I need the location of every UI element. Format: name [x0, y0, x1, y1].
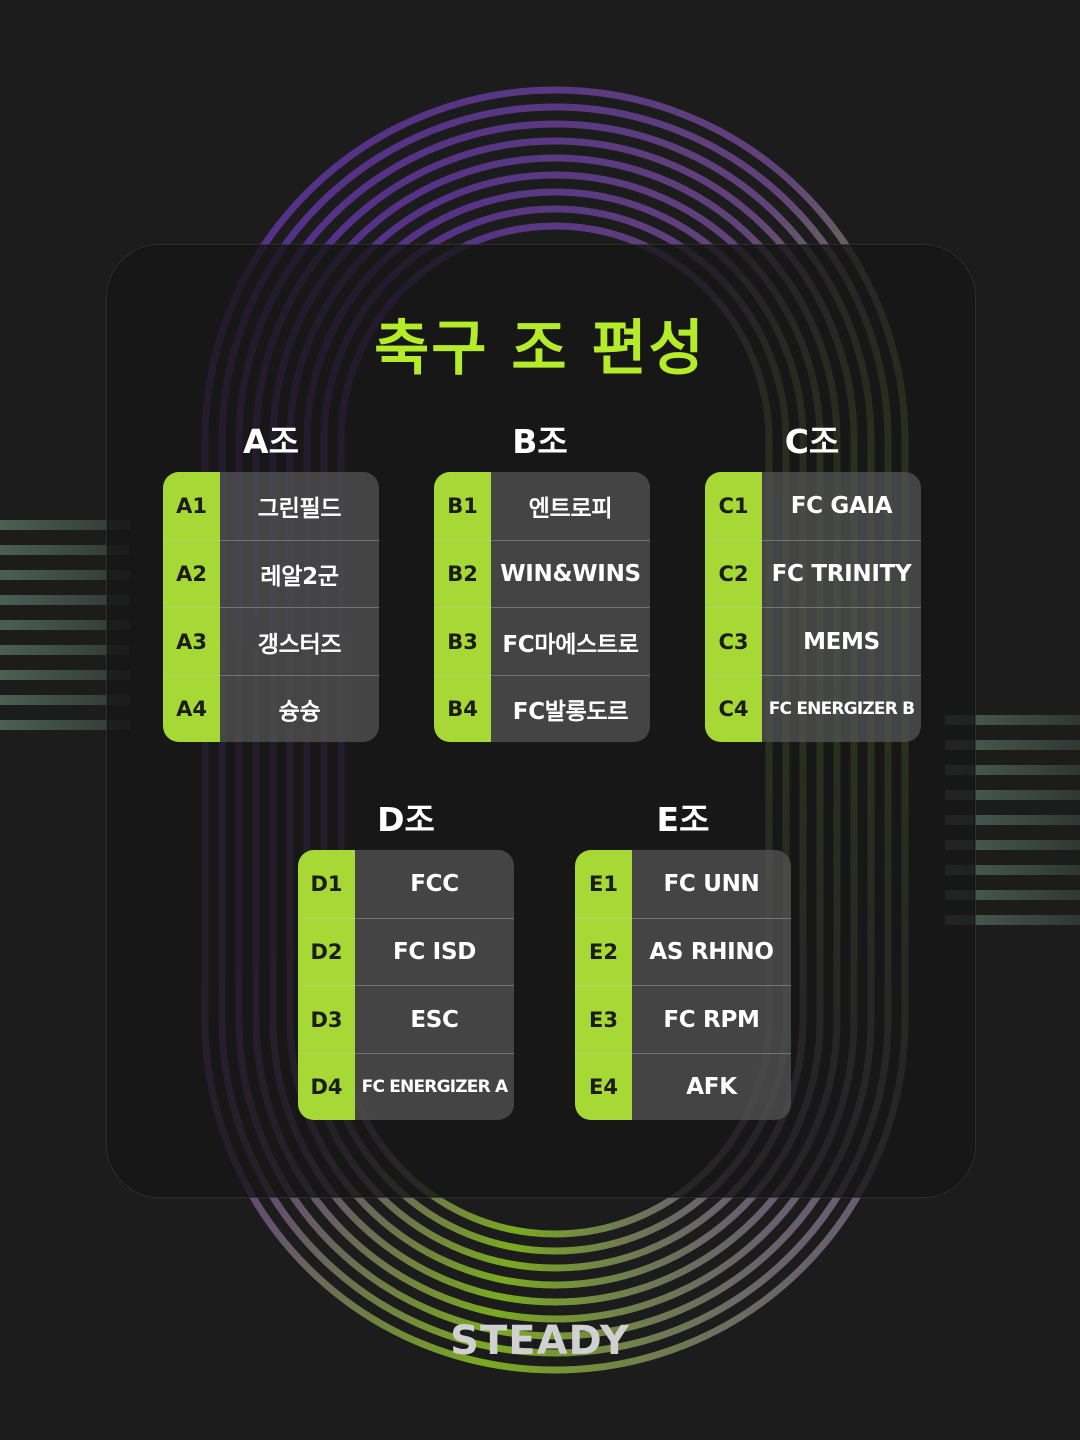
team-name: 레알2군 [260, 564, 339, 590]
team-name: AFK [686, 1074, 737, 1100]
group-table: E1 FC UNN E2 AS RHINO E3 FC RPM E4 AFK [575, 850, 791, 1120]
team-name: FC GAIA [790, 492, 893, 519]
left-stripes [0, 520, 130, 730]
team-row: A2 레알2군 [163, 539, 379, 608]
team-name: FC발롱도르 [512, 699, 629, 725]
seed-label: C2 [718, 562, 749, 586]
group-title: B조 [512, 422, 568, 461]
team-name: FC마에스트로 [502, 631, 639, 658]
team-row: B2 WIN&WINS [434, 539, 650, 608]
seed-label: E2 [589, 940, 618, 964]
team-row: B1 엔트로피 [434, 472, 650, 539]
team-row: A4 슝슝 [163, 674, 379, 743]
team-row: E4 AFK [575, 1052, 791, 1121]
seed-label: D4 [310, 1075, 343, 1099]
team-name: ESC [410, 1006, 459, 1033]
team-name: WIN&WINS [500, 561, 641, 587]
seed-label: A3 [176, 629, 207, 654]
team-name: 그린필드 [257, 495, 342, 522]
seed-label: E4 [589, 1075, 618, 1099]
seed-label: E3 [589, 1007, 618, 1032]
team-name: 슝슝 [278, 699, 321, 725]
group-table: B1 엔트로피 B2 WIN&WINS B3 FC마에스트로 B4 FC발롱도르 [434, 472, 650, 742]
team-name: FC UNN [663, 870, 760, 897]
team-row: D1 FCC [298, 850, 514, 917]
group-title: A조 [243, 422, 299, 461]
team-name: 엔트로피 [528, 495, 613, 522]
group-table: D1 FCC D2 FC ISD D3 ESC D4 FC ENERGIZER A [298, 850, 514, 1120]
steady-logo: STEADY [0, 1318, 1080, 1364]
page-title: 축구 조 편성 [374, 314, 706, 384]
group-table: A1 그린필드 A2 레알2군 A3 갱스터즈 A4 슝슝 [163, 472, 379, 742]
team-row: D2 FC ISD [298, 917, 514, 986]
seed-label: C4 [718, 697, 749, 721]
seed-label: A2 [176, 562, 207, 586]
team-row: A1 그린필드 [163, 472, 379, 539]
team-name: FC ENERGIZER B [768, 699, 915, 719]
team-row: B4 FC발롱도르 [434, 674, 650, 743]
team-row: E2 AS RHINO [575, 917, 791, 986]
team-row: E3 FC RPM [575, 985, 791, 1053]
team-row: A3 갱스터즈 [163, 607, 379, 675]
team-row: B3 FC마에스트로 [434, 607, 650, 675]
team-row: C4 FC ENERGIZER B [705, 674, 921, 743]
seed-label: A1 [176, 493, 207, 518]
group-title: C조 [784, 422, 840, 461]
team-row: E1 FC UNN [575, 850, 791, 917]
seed-label: D1 [310, 871, 343, 896]
team-name: FC ENERGIZER A [361, 1077, 509, 1097]
seed-label: D2 [310, 940, 343, 964]
seed-label: B2 [447, 562, 478, 586]
team-name: FC RPM [663, 1006, 760, 1033]
team-name: FC ISD [392, 939, 476, 965]
seed-label: C1 [718, 493, 749, 518]
team-row: C3 MEMS [705, 607, 921, 675]
seed-label: E1 [589, 871, 618, 896]
group-title: D조 [377, 800, 435, 839]
team-name: FCC [410, 870, 459, 897]
team-row: C2 FC TRINITY [705, 539, 921, 608]
seed-label: B3 [447, 629, 478, 654]
team-name: MEMS [803, 628, 880, 655]
team-row: C1 FC GAIA [705, 472, 921, 539]
seed-label: B4 [447, 697, 478, 721]
seed-label: B1 [447, 493, 478, 518]
group-title: E조 [656, 800, 710, 839]
team-name: 갱스터즈 [257, 631, 342, 658]
right-stripes [945, 715, 1080, 925]
team-name: FC TRINITY [771, 561, 912, 587]
seed-label: D3 [310, 1007, 343, 1032]
team-row: D4 FC ENERGIZER A [298, 1052, 514, 1121]
team-row: D3 ESC [298, 985, 514, 1053]
group-table: C1 FC GAIA C2 FC TRINITY C3 MEMS C4 FC ENERGIZE… [705, 472, 921, 742]
seed-label: A4 [176, 697, 207, 721]
team-name: AS RHINO [649, 939, 774, 965]
seed-label: C3 [718, 629, 749, 654]
logo-text: STEADY [450, 1318, 630, 1364]
